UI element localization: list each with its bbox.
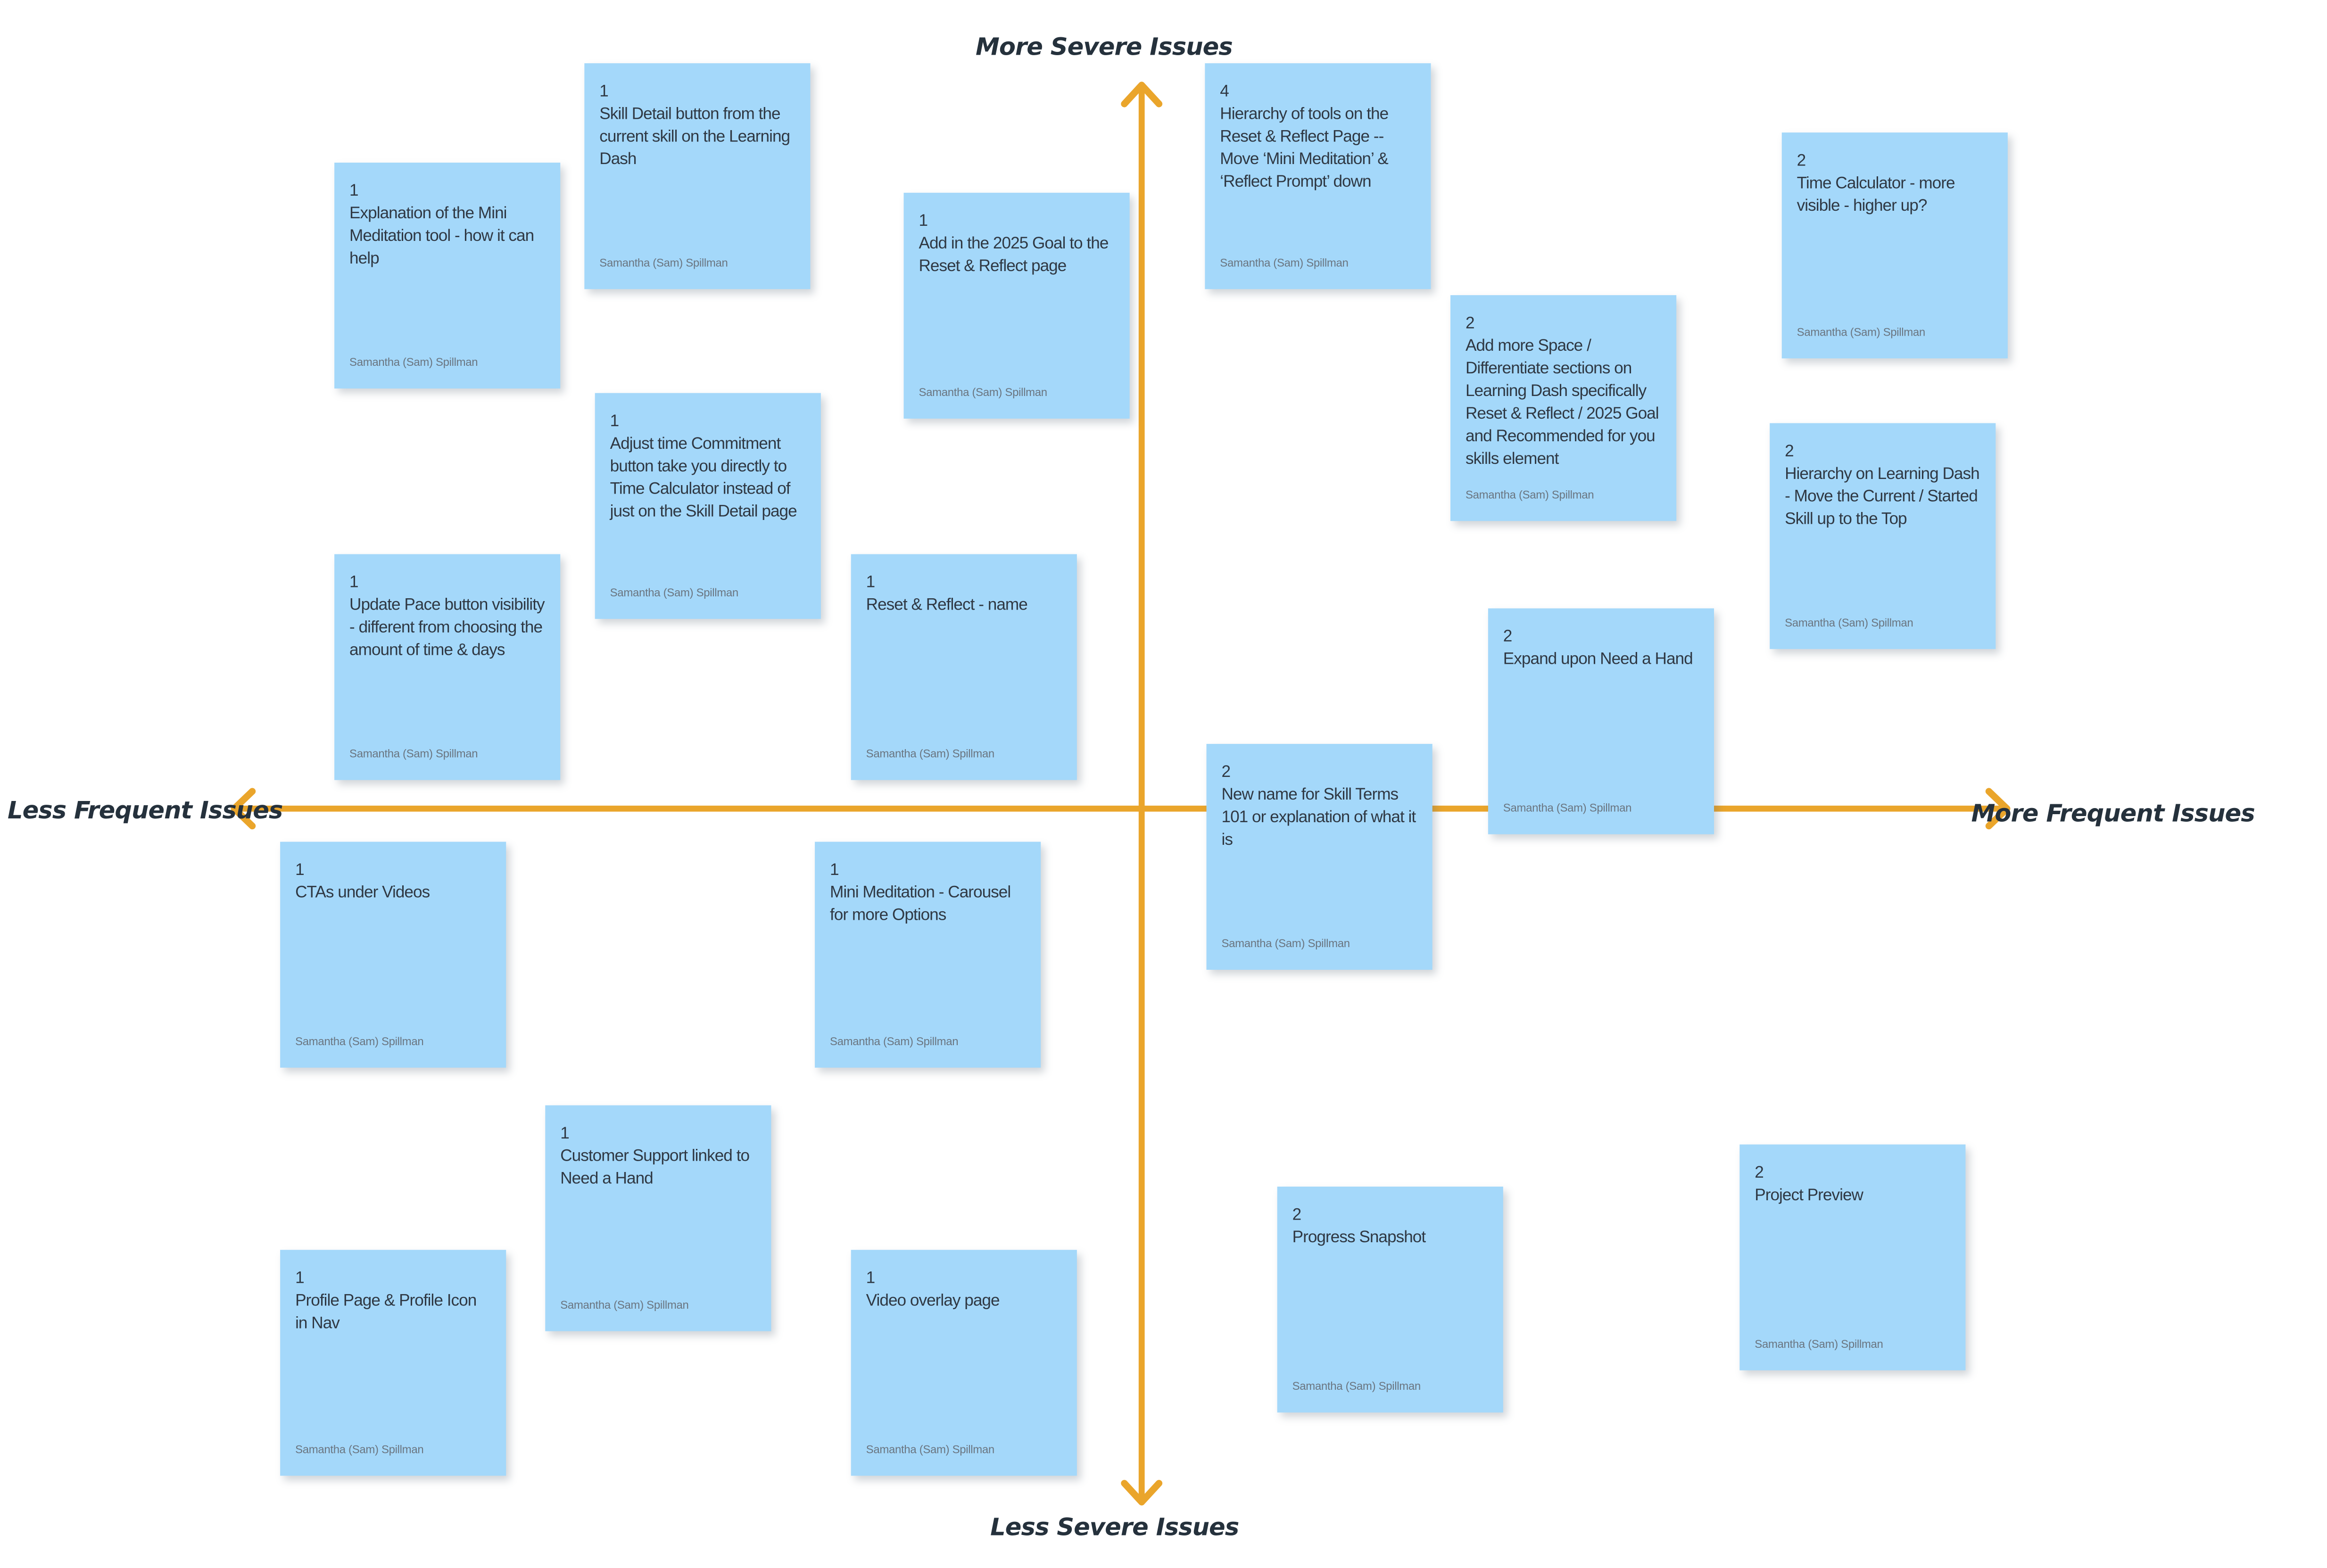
- sticky-note-author: Samantha (Sam) Spillman: [866, 1443, 995, 1456]
- sticky-note-vote-count: 1: [866, 573, 876, 592]
- sticky-note-author: Samantha (Sam) Spillman: [1220, 256, 1349, 270]
- sticky-note-author: Samantha (Sam) Spillman: [295, 1034, 424, 1048]
- sticky-note-text[interactable]: Reset & Reflect - name: [866, 596, 1028, 615]
- sticky-note-text[interactable]: New name for Skill Terms 101 or explanat…: [1221, 786, 1416, 850]
- sticky-note-vote-count: 1: [349, 182, 359, 200]
- sticky-note-vote-count: 1: [295, 861, 305, 880]
- sticky-note-vote-count: 1: [349, 573, 359, 592]
- sticky-note-vote-count: 2: [1797, 152, 1806, 170]
- arrow-up-icon: [1121, 82, 1163, 107]
- sticky-note-author: Samantha (Sam) Spillman: [1465, 487, 1594, 502]
- sticky-note-vote-count: 2: [1292, 1206, 1302, 1224]
- sticky-note-author: Samantha (Sam) Spillman: [560, 1298, 689, 1312]
- sticky-note-author: Samantha (Sam) Spillman: [1785, 616, 1913, 630]
- sticky-note-vote-count: 2: [1503, 627, 1513, 646]
- axis-label-more-severe[interactable]: More Severe Issues: [975, 32, 1233, 61]
- sticky-note-text[interactable]: Hierarchy on Learning Dash - Move the Cu…: [1785, 465, 1980, 529]
- sticky-note-author: Samantha (Sam) Spillman: [295, 1443, 424, 1456]
- sticky-note-text[interactable]: Progress Snapshot: [1292, 1229, 1426, 1247]
- sticky-note-text[interactable]: Mini Meditation - Carousel for more Opti…: [830, 883, 1011, 925]
- arrow-right-icon: [1985, 788, 2011, 830]
- sticky-note-author: Samantha (Sam) Spillman: [610, 586, 739, 600]
- sticky-note-text[interactable]: Expand upon Need a Hand: [1503, 650, 1693, 669]
- sticky-note-vote-count: 2: [1785, 443, 1794, 461]
- arrow-down-icon: [1121, 1480, 1163, 1506]
- sticky-note-text[interactable]: Customer Support linked to Need a Hand: [560, 1147, 750, 1188]
- sticky-note-author: Samantha (Sam) Spillman: [1292, 1379, 1421, 1393]
- sticky-note-vote-count: 1: [866, 1269, 876, 1288]
- sticky-note-text[interactable]: Profile Page & Profile Icon in Nav: [295, 1292, 477, 1333]
- sticky-note-text[interactable]: Hierarchy of tools on the Reset & Reflec…: [1220, 105, 1389, 191]
- axis-label-less-frequent[interactable]: Less Frequent Issues: [7, 796, 283, 825]
- sticky-note-text[interactable]: Adjust time Commitment button take you d…: [610, 435, 797, 521]
- sticky-note-text[interactable]: Skill Detail button from the current ski…: [599, 105, 790, 169]
- sticky-note-text[interactable]: CTAs under Videos: [295, 883, 430, 902]
- sticky-note-author: Samantha (Sam) Spillman: [599, 256, 728, 270]
- sticky-note-author: Samantha (Sam) Spillman: [919, 385, 1047, 399]
- sticky-note-text[interactable]: Explanation of the Mini Meditation tool …: [349, 205, 534, 268]
- axis-label-more-frequent[interactable]: More Frequent Issues: [1971, 799, 2255, 828]
- sticky-note-author: Samantha (Sam) Spillman: [1221, 936, 1350, 950]
- sticky-note-author: Samantha (Sam) Spillman: [1797, 325, 1926, 339]
- sticky-note-vote-count: 4: [1220, 83, 1229, 101]
- sticky-note-text[interactable]: Project Preview: [1755, 1187, 1863, 1205]
- arrow-left-icon: [231, 788, 256, 830]
- sticky-note-author: Samantha (Sam) Spillman: [830, 1034, 959, 1048]
- sticky-note-text[interactable]: Update Pace button visibility - differen…: [349, 596, 545, 660]
- sticky-note-vote-count: 1: [560, 1125, 570, 1143]
- sticky-note-text[interactable]: Add more Space / Differentiate sections …: [1465, 337, 1659, 469]
- sticky-note-vote-count: 1: [830, 861, 839, 880]
- sticky-note-author: Samantha (Sam) Spillman: [349, 747, 478, 761]
- sticky-note-vote-count: 2: [1221, 763, 1231, 782]
- sticky-note-author: Samantha (Sam) Spillman: [349, 355, 478, 369]
- sticky-note-author: Samantha (Sam) Spillman: [1755, 1337, 1883, 1351]
- sticky-note-text[interactable]: Time Calculator - more visible - higher …: [1797, 174, 1955, 215]
- sticky-note-vote-count: 1: [599, 83, 609, 101]
- sticky-note-author: Samantha (Sam) Spillman: [1503, 801, 1632, 815]
- sticky-note-vote-count: 2: [1755, 1164, 1764, 1182]
- sticky-note-text[interactable]: Video overlay page: [866, 1292, 1000, 1310]
- axis-label-less-severe[interactable]: Less Severe Issues: [990, 1512, 1239, 1542]
- sticky-note-text[interactable]: Add in the 2025 Goal to the Reset & Refl…: [919, 235, 1109, 276]
- sticky-note-vote-count: 1: [610, 413, 620, 431]
- sticky-note-vote-count: 1: [919, 212, 928, 231]
- sticky-note-author: Samantha (Sam) Spillman: [866, 747, 995, 761]
- sticky-note-vote-count: 2: [1465, 314, 1475, 333]
- sticky-note-vote-count: 1: [295, 1269, 305, 1288]
